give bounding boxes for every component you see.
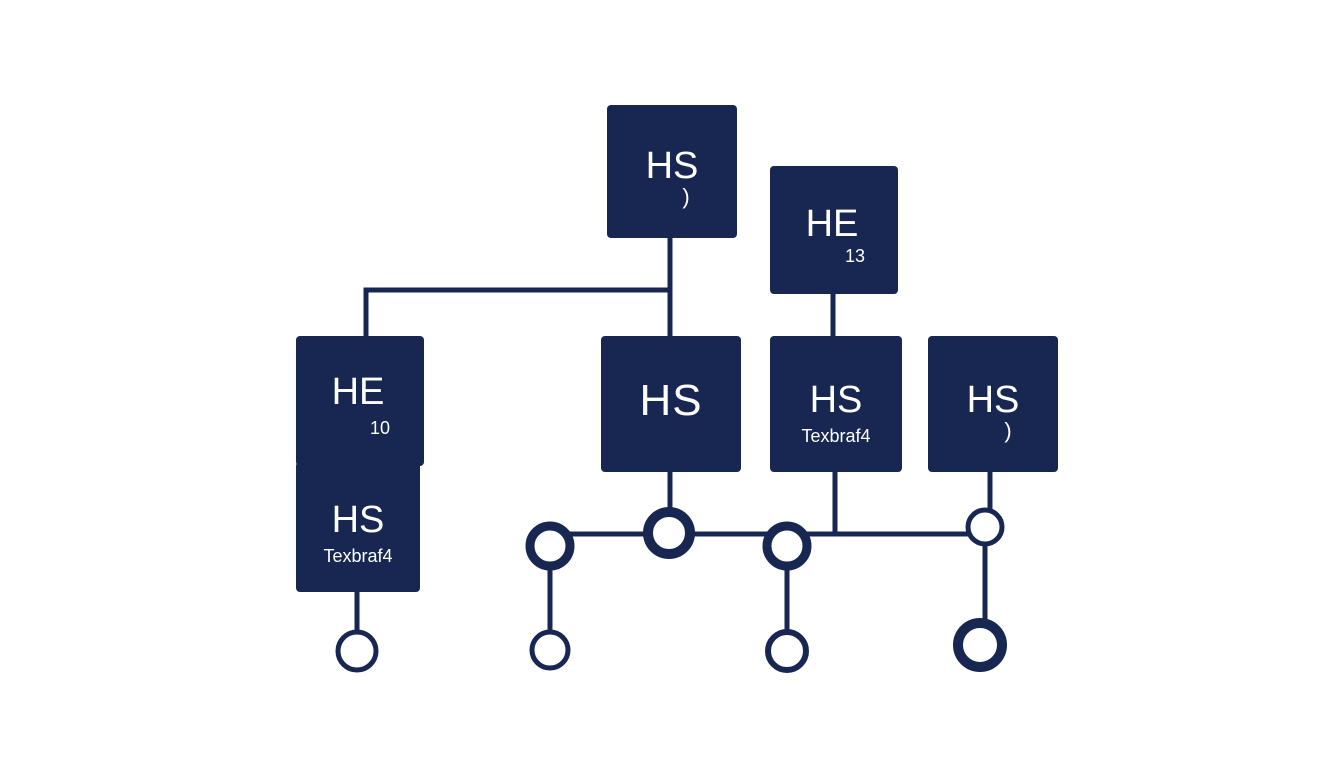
bus-junction-3	[762, 521, 812, 571]
node-boxes	[296, 105, 1058, 592]
node-mid-left-lower-sublabel: Texbraf4	[323, 546, 392, 566]
node-center	[601, 336, 741, 472]
node-top-right	[770, 166, 898, 294]
node-mid-left-lower-label: HS	[332, 499, 385, 541]
node-center-right	[770, 336, 902, 472]
node-top-center-label: HS	[646, 145, 699, 187]
node-center-right-label: HS	[810, 379, 863, 421]
node-mid-left-upper	[296, 336, 424, 466]
bus-junction-1	[525, 521, 575, 571]
leaf-circle-1	[335, 629, 379, 673]
bus-junction-4	[965, 507, 1005, 547]
node-far-right-sublabel: )	[1004, 418, 1011, 443]
node-top-center-sublabel: )	[682, 184, 689, 209]
node-labels: HS ) HE 13 HE 10 HS Texbraf4 HS HS Texbr…	[323, 145, 1019, 566]
leaf-circle-4	[953, 618, 1007, 672]
leaf-circle-2	[529, 629, 571, 671]
node-far-right	[928, 336, 1058, 472]
node-mid-left-lower	[296, 462, 420, 592]
node-top-center	[607, 105, 737, 238]
bus-junction-2	[643, 507, 695, 559]
node-top-right-sublabel: 13	[845, 246, 865, 266]
node-mid-left-upper-sublabel: 10	[370, 418, 390, 438]
node-center-label: HS	[639, 376, 702, 425]
junction-circles	[335, 507, 1007, 673]
leaf-circle-3	[765, 629, 809, 673]
node-top-right-label: HE	[806, 203, 859, 245]
node-far-right-label: HS	[967, 379, 1020, 421]
node-center-right-sublabel: Texbraf4	[801, 426, 870, 446]
node-mid-left-upper-label: HE	[332, 371, 385, 413]
